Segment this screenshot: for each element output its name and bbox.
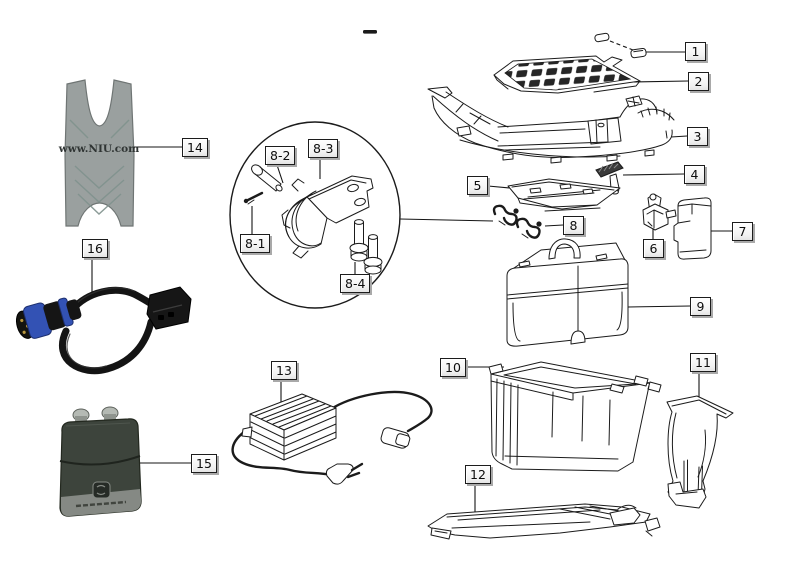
- callout-14[interactable]: 14: [182, 138, 208, 157]
- part-battery-tray: [488, 361, 662, 472]
- callout-8-2[interactable]: 8-2: [265, 146, 296, 165]
- part-cover-plate: [507, 178, 621, 212]
- detail-circle: [229, 121, 401, 309]
- callout-7[interactable]: 7: [732, 222, 753, 241]
- callout-8[interactable]: 8: [563, 216, 584, 235]
- part-cap-plug: [363, 30, 647, 59]
- brand-text: www.NIU.com: [58, 143, 140, 155]
- part-adapter-cable: [15, 286, 192, 375]
- part-floorboard-frame: [427, 86, 675, 164]
- callout-4[interactable]: 4: [684, 165, 705, 184]
- part-cotter-pin: [243, 191, 264, 205]
- callout-1[interactable]: 1: [685, 42, 706, 61]
- callout-15[interactable]: 15: [191, 454, 217, 473]
- part-lock-latch: [642, 193, 677, 231]
- dash-mark: [363, 30, 377, 34]
- callout-11[interactable]: 11: [690, 353, 716, 372]
- leader-lines: [91, 40, 732, 523]
- part-adapter-box: [59, 406, 142, 517]
- cable-blue-connector: [15, 297, 82, 339]
- part-lock-cover: [673, 197, 712, 260]
- callout-8-1[interactable]: 8-1: [240, 234, 271, 253]
- callout-6[interactable]: 6: [643, 239, 664, 258]
- part-charger: [231, 390, 433, 485]
- callout-8-3[interactable]: 8-3: [308, 139, 339, 158]
- cable-black-connector: [146, 286, 192, 330]
- charger-connector: [380, 427, 411, 449]
- callout-10[interactable]: 10: [440, 358, 466, 377]
- part-clevis-pin: [251, 164, 283, 192]
- callout-2[interactable]: 2: [688, 72, 709, 91]
- callout-9[interactable]: 9: [690, 297, 711, 316]
- callout-3[interactable]: 3: [687, 127, 708, 146]
- part-clamp-set: [492, 204, 542, 239]
- callout-12[interactable]: 12: [465, 465, 491, 484]
- part-rubber-mat: www.NIU.com: [58, 79, 140, 227]
- callout-8-4[interactable]: 8-4: [340, 274, 371, 293]
- part-clamp-bracket-large: [281, 175, 374, 259]
- callout-16[interactable]: 16: [82, 239, 108, 258]
- part-battery-box: [506, 238, 629, 347]
- part-shoulder-bolts: [349, 219, 383, 275]
- callout-13[interactable]: 13: [271, 361, 297, 380]
- part-grid-mat: [493, 55, 641, 94]
- charger-plug: [325, 462, 364, 485]
- callout-5[interactable]: 5: [467, 176, 488, 195]
- part-bottom-panel: [427, 503, 661, 540]
- part-drain-chute: [666, 395, 734, 509]
